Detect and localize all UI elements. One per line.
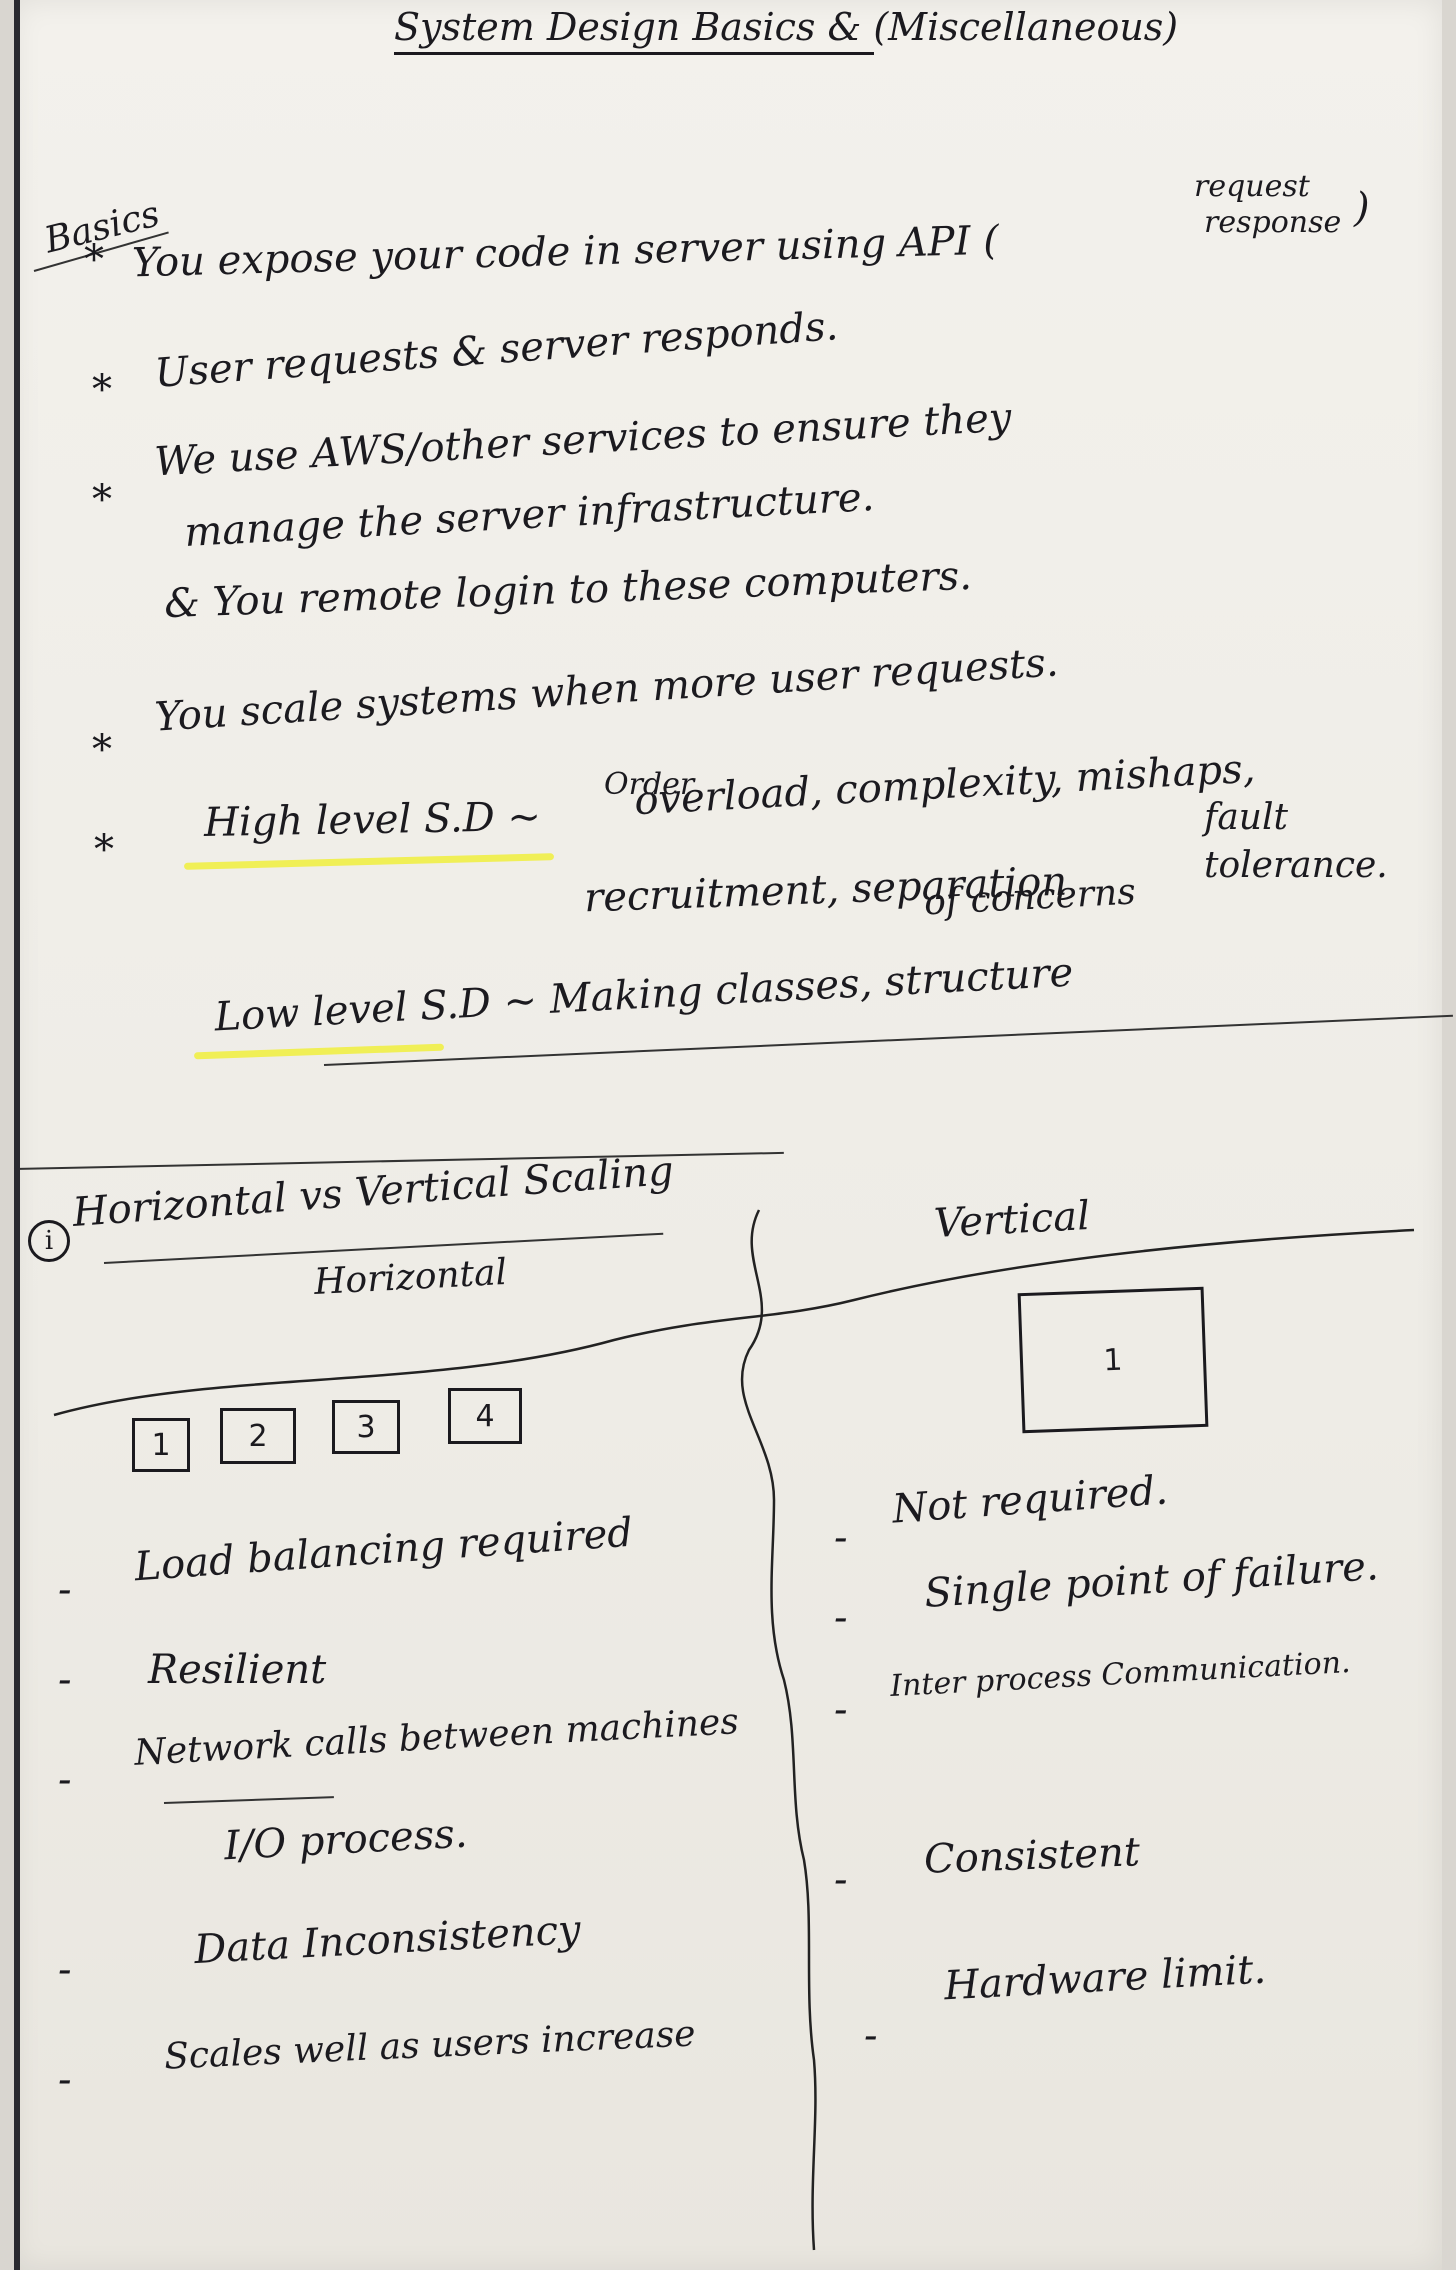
horizontal-dash-2: - bbox=[58, 1657, 72, 1703]
vertical-dash-5: - bbox=[864, 2013, 878, 2059]
basics-line-1-response: response bbox=[1204, 205, 1342, 240]
basics-line-1-request: request bbox=[1194, 169, 1310, 204]
vertical-dash-1: - bbox=[834, 1515, 848, 1561]
title-underline bbox=[394, 52, 874, 55]
horizontal-point-2: Resilient bbox=[148, 1647, 327, 1693]
vertical-dash-2: - bbox=[834, 1595, 848, 1641]
horizontal-dash-1: - bbox=[58, 1567, 72, 1613]
section-number: i bbox=[28, 1220, 70, 1262]
basics-line-6-bullet: * bbox=[92, 727, 112, 773]
high-level-order: Order bbox=[604, 767, 695, 802]
vertical-box-1: 1 bbox=[1017, 1286, 1209, 1434]
basics-line-3-bullet: * bbox=[92, 477, 112, 523]
vertical-point-4: Consistent bbox=[923, 1829, 1141, 1883]
vertical-dash-4: - bbox=[834, 1857, 848, 1903]
high-level-tolerance: tolerance. bbox=[1204, 845, 1388, 886]
horizontal-dash-3: - bbox=[58, 1757, 72, 1803]
horizontal-dash-6: - bbox=[58, 2057, 72, 2103]
basics-line-7-bullet: * bbox=[94, 827, 114, 873]
horizontal-point-4: I/O process. bbox=[222, 1810, 469, 1870]
horizontal-dash-5: - bbox=[58, 1947, 72, 1993]
basics-line-1-bullet: * bbox=[84, 237, 104, 283]
horizontal-box-1: 1 bbox=[132, 1418, 190, 1472]
basics-line-1-paren: ) bbox=[1354, 185, 1370, 231]
horizontal-label: Horizontal bbox=[313, 1251, 508, 1304]
horizontal-box-3: 3 bbox=[332, 1400, 400, 1454]
notebook-page: System Design Basics & (Miscellaneous) B… bbox=[13, 0, 1453, 2270]
horizontal-box-4: 4 bbox=[448, 1388, 522, 1444]
high-level-fault: fault bbox=[1204, 797, 1288, 838]
basics-line-2-bullet: * bbox=[92, 367, 112, 413]
vertical-label: Vertical bbox=[932, 1192, 1092, 1248]
column-divider bbox=[53, 1209, 1415, 2251]
page-title: System Design Basics & (Miscellaneous) bbox=[394, 5, 1179, 49]
page-edge bbox=[14, 0, 20, 2270]
horizontal-box-2: 2 bbox=[220, 1408, 296, 1464]
vertical-dash-3: - bbox=[834, 1687, 848, 1733]
